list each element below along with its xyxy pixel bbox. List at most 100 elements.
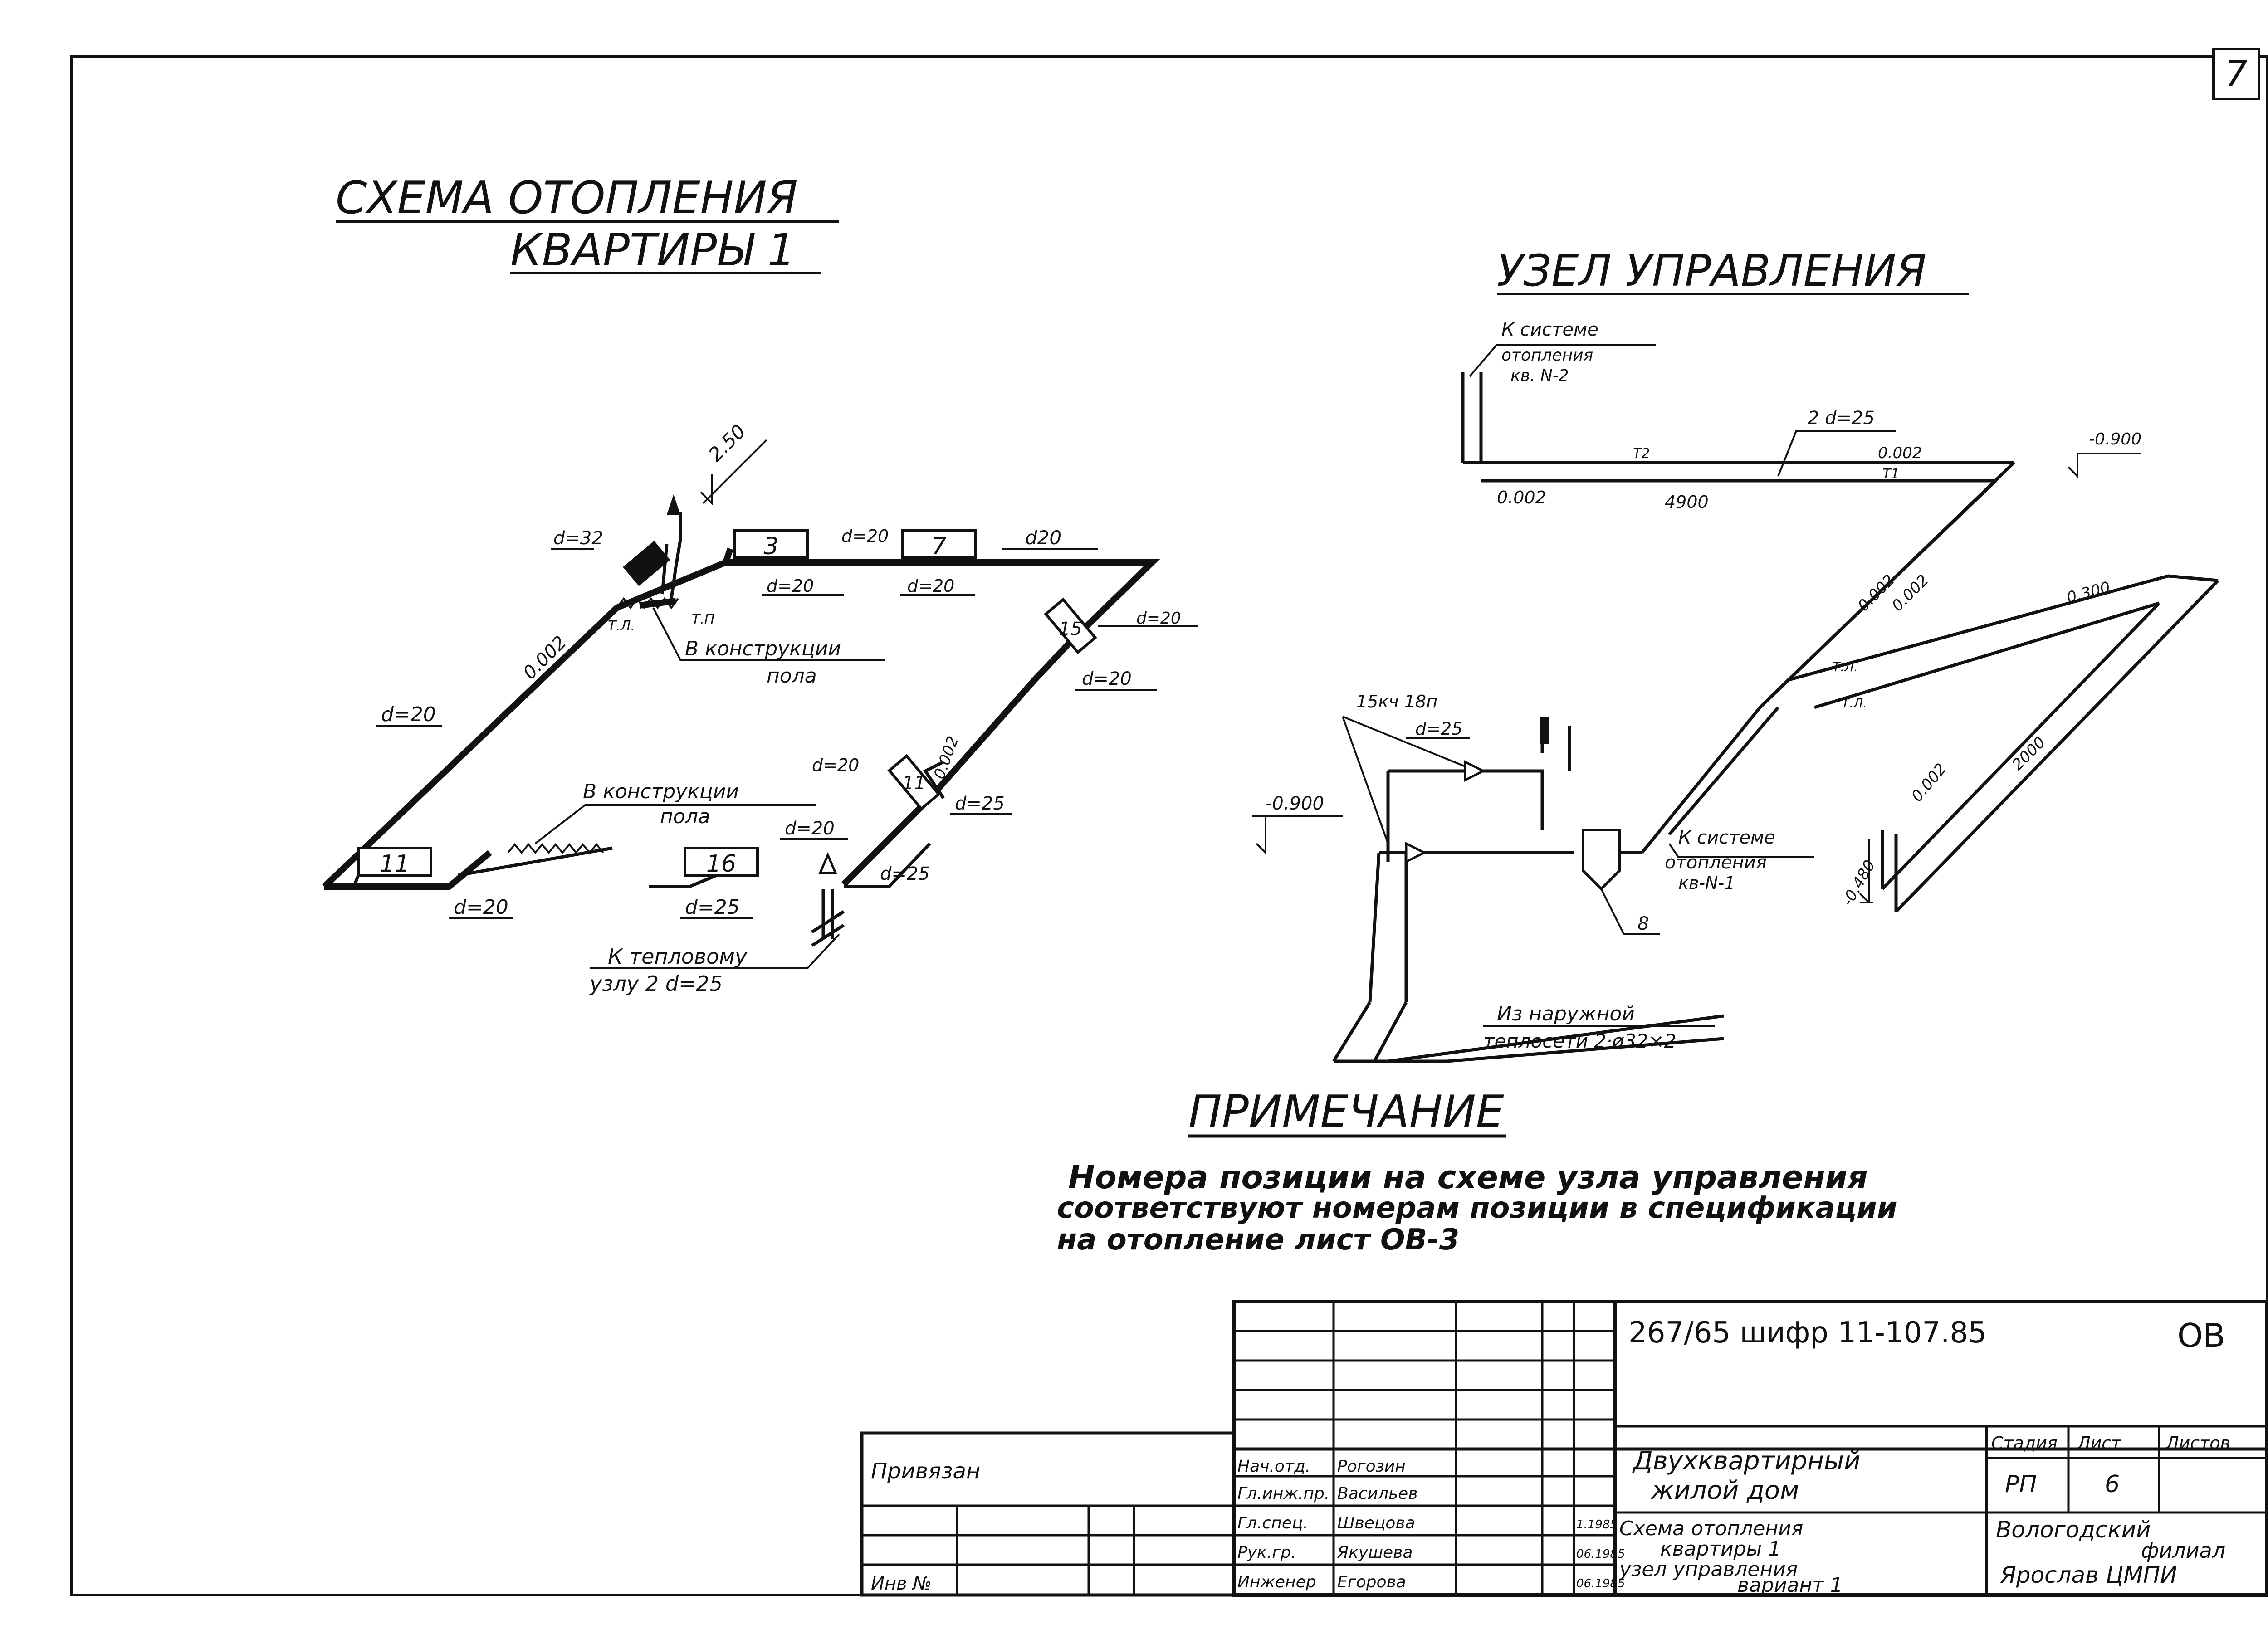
label-d20-left: d=20 — [381, 703, 436, 726]
label-d25-b: d=25 — [880, 863, 930, 884]
sheets-header: Листов — [2165, 1433, 2230, 1453]
left-zigzag-riser — [616, 597, 679, 610]
label-slope-top-a: 0.002 — [1878, 444, 1922, 462]
left-supply-riser — [811, 889, 845, 947]
title-block-text: 267/65 шифр 11-107.85 ОВ Привязан Инв № … — [871, 1316, 2230, 1597]
label-valve-b: d=25 — [1415, 719, 1462, 739]
radiator-3 — [733, 529, 809, 559]
label-d20-bottom: d=20 — [454, 896, 508, 919]
label-tl: Т.Л. — [608, 618, 635, 634]
drawing-name-b: квартиры 1 — [1660, 1537, 1781, 1561]
label-len4900: 4900 — [1665, 492, 1709, 512]
date-b: 06.1985 — [1576, 1547, 1625, 1561]
note-block: ПРИМЕЧАНИЕ Номера позиции на схеме узла … — [1057, 1086, 1897, 1257]
label-k-sisteme1-c: кв. N-2 — [1510, 366, 1569, 385]
label-two-d25: 2 d=25 — [1808, 408, 1875, 429]
sheet-header: Лист — [2077, 1433, 2122, 1453]
role-4: Рук.гр. — [1237, 1543, 1296, 1562]
label-t1: Т1 — [1882, 466, 1899, 482]
left-expansion-d32 — [623, 541, 670, 586]
gate-valve-2 — [1405, 841, 1427, 864]
radiator-11 — [357, 847, 432, 877]
right-unit-pipes — [1368, 726, 1642, 1003]
radiator-7 — [901, 529, 977, 559]
stage-value: РП — [2005, 1471, 2037, 1498]
label-tp: Т.П — [692, 611, 714, 627]
radiator-11b-number: 11 — [903, 773, 926, 794]
org-b: филиал — [2141, 1538, 2225, 1563]
radiator-7-number: 7 — [931, 533, 946, 560]
org-a: Вологодский — [1996, 1517, 2151, 1543]
label-k-teplovomu-a: К тепловому — [608, 944, 748, 969]
sheet-number: 7 — [2225, 54, 2248, 95]
label-k-sisteme1-a: К системе — [1501, 319, 1598, 340]
label-slope2: 0.002 — [930, 734, 963, 781]
title-block — [860, 1300, 2268, 1597]
label-valve-a: 15кч 18п — [1356, 692, 1437, 712]
drawing-name-a: Схема отопления — [1619, 1517, 1803, 1540]
radiator-15-number: 15 — [1059, 619, 1082, 639]
label-d20-c: d=20 — [907, 576, 954, 596]
label-v-konstrukcii2-a: В конструкции — [583, 780, 739, 803]
label-d20-b: d=20 — [841, 526, 889, 546]
label-tl2: Т.Л. — [1842, 696, 1867, 711]
label-k-sisteme2-c: кв-N-1 — [1678, 873, 1735, 893]
elev-250-label: 2.50 — [704, 420, 750, 466]
label-k-sisteme1-b: отопления — [1501, 346, 1593, 365]
name-4: Якушева — [1337, 1543, 1413, 1562]
label-elev-900-b: -0.900 — [1266, 793, 1324, 814]
inv-label: Инв № — [871, 1573, 932, 1594]
name-5: Егорова — [1337, 1573, 1406, 1591]
control-unit-8 — [1582, 829, 1621, 891]
sheet-value: 6 — [2105, 1471, 2120, 1498]
label-tl1: Т.Л. — [1833, 659, 1858, 674]
role-2: Гл.инж.пр. — [1237, 1484, 1330, 1503]
sheet-mark: ОВ — [2177, 1317, 2225, 1355]
radiator-15 — [1044, 597, 1097, 654]
label-d32: d=32 — [553, 528, 603, 549]
right-title: УЗЕЛ УПРАВЛЕНИЯ — [1497, 245, 1926, 296]
label-slope-f: 0.002 — [1908, 760, 1950, 805]
label-iz-b: теплосети 2·ø32×2 — [1483, 1030, 1676, 1052]
role-3: Гл.спец. — [1237, 1514, 1308, 1532]
sheet-frame — [70, 55, 2268, 1596]
left-supply-leader — [590, 933, 840, 969]
label-elev-480: -0.480 — [1838, 857, 1879, 909]
object-name-a: Двухквартирный — [1632, 1446, 1861, 1476]
gauge-1 — [1540, 717, 1549, 744]
control-unit-scheme: УЗЕЛ УПРАВЛЕНИЯ К системе отопления кв. … — [1252, 245, 2219, 1063]
label-t2: Т2 — [1633, 446, 1650, 462]
left-heating-scheme: СХЕМА ОТОПЛЕНИЯ КВАРТИРЫ 1 3 7 15 11 11 … — [322, 172, 1198, 996]
sheet-number-box — [2212, 48, 2260, 100]
privyazan-label: Привязан — [871, 1459, 980, 1484]
right-top-risers — [1461, 372, 2014, 483]
note-line2: соответствуют номерам позиции в специфик… — [1057, 1191, 1897, 1225]
note-line3: на отопление лист ОВ-3 — [1057, 1223, 1459, 1257]
date-a: 1.1985 — [1576, 1518, 1618, 1532]
left-riser — [660, 512, 682, 599]
drawing-name-d: вариант 1 — [1737, 1574, 1843, 1597]
radiator-3-number: 3 — [763, 533, 778, 560]
label-slope-top-b: 0.002 — [1497, 488, 1546, 507]
right-branch — [1787, 574, 2219, 913]
left-pipe-loop — [322, 547, 1160, 890]
left-supply-arrow — [818, 852, 837, 874]
object-name-b: жилой дом — [1650, 1476, 1799, 1505]
label-k-sisteme2-a: К системе — [1678, 827, 1775, 848]
label-v-konstrukcii1-a: В конструкции — [685, 637, 841, 660]
label-d20-e: d=20 — [1082, 668, 1132, 689]
radiator-16 — [684, 847, 759, 877]
label-d20-g: d=20 — [812, 755, 859, 775]
radiator-16-number: 16 — [706, 850, 736, 878]
date-c: 06.1985 — [1576, 1577, 1625, 1590]
label-d20-f: d=20 — [785, 818, 835, 839]
label-slope-c: 0.002 — [1854, 571, 1898, 615]
role-1: Нач.отд. — [1237, 1457, 1310, 1476]
stage-header: Стадия — [1991, 1433, 2058, 1453]
note-title: ПРИМЕЧАНИЕ — [1188, 1086, 1504, 1138]
name-2: Васильев — [1337, 1484, 1418, 1503]
elev-mark-250 — [700, 439, 767, 506]
left-title-line2: КВАРТИРЫ 1 — [510, 224, 796, 276]
left-riser-arrow — [667, 494, 680, 515]
